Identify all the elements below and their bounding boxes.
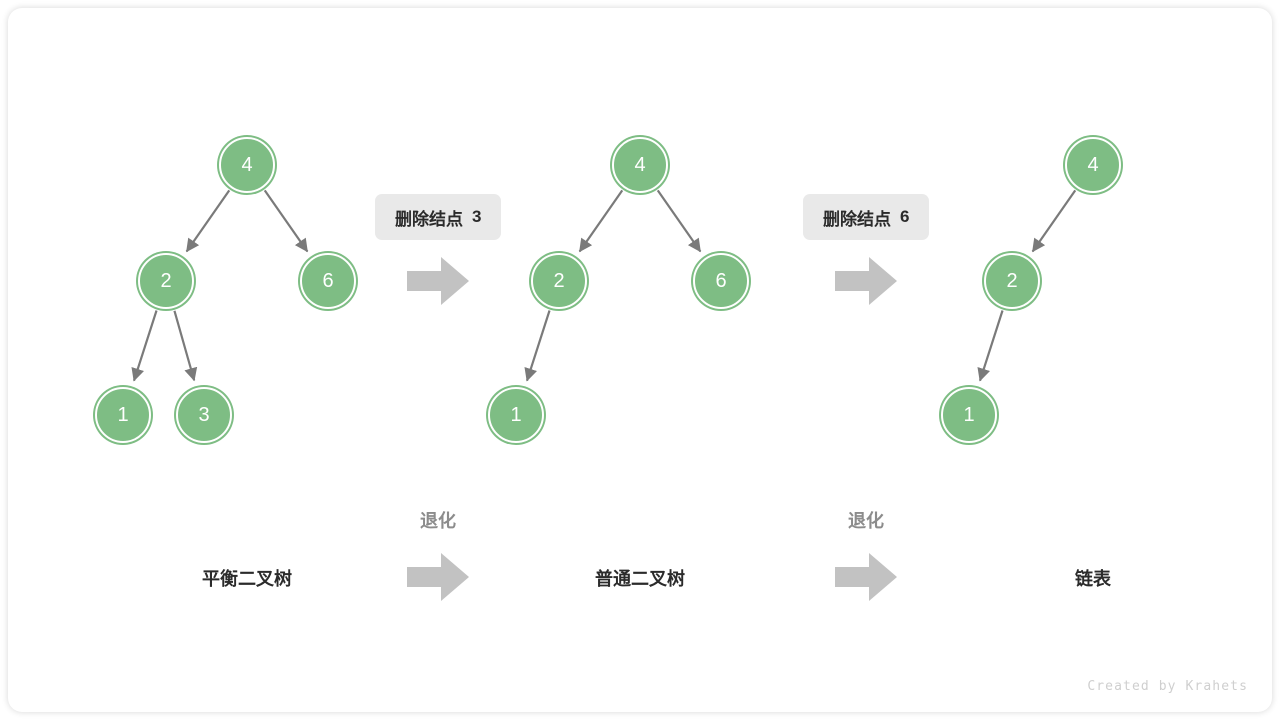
tree-node-6: 6	[693, 253, 749, 309]
tree-node-2: 2	[138, 253, 194, 309]
watermark: Created by Krahets	[1087, 679, 1248, 694]
tree-edge	[263, 189, 309, 253]
transition-arrow-icon	[835, 551, 897, 603]
transition-arrow-icon	[835, 255, 897, 307]
tree-node-value: 4	[634, 154, 646, 176]
tree-node-value: 4	[241, 154, 253, 176]
tree-node-value: 6	[322, 270, 334, 292]
tree-edge-group	[131, 189, 1077, 382]
diagram-stage: 4 2 6 1 3 4 2 6 1 4 2 1 删除结点 3 删除结点 6 退化 退化平衡二叉树 普通二叉树 链表…	[8, 8, 1272, 712]
operation-label-value: 3	[472, 207, 482, 226]
tree-node-value: 2	[1006, 270, 1018, 292]
tree-node-value: 2	[553, 270, 565, 292]
degrade-label: 退化	[848, 511, 884, 531]
tree-edge	[185, 189, 231, 253]
tree-node-value: 1	[963, 404, 975, 426]
tree-node-1: 1	[488, 387, 544, 443]
structure-caption: 平衡二叉树	[202, 569, 292, 589]
tree-node-2: 2	[984, 253, 1040, 309]
tree-edge	[578, 189, 624, 253]
tree-node-4: 4	[1065, 137, 1121, 193]
operation-label-text: 删除结点	[395, 209, 463, 229]
tree-edge	[1031, 189, 1077, 253]
tree-edge	[131, 310, 158, 382]
tree-node-1: 1	[941, 387, 997, 443]
transition-arrow-icon	[407, 551, 469, 603]
tree-edge	[524, 310, 551, 382]
tree-node-4: 4	[612, 137, 668, 193]
degrade-label: 退化	[420, 511, 456, 531]
tree-node-value: 1	[510, 404, 522, 426]
tree-node-value: 6	[715, 270, 727, 292]
tree-node-value: 2	[160, 270, 172, 292]
tree-edge	[656, 189, 702, 253]
tree-node-4: 4	[219, 137, 275, 193]
transition-arrow-icon	[407, 255, 469, 307]
operation-label-3: 删除结点 3	[375, 194, 502, 240]
tree-edge	[977, 310, 1004, 382]
tree-node-2: 2	[531, 253, 587, 309]
operation-label-text: 删除结点	[823, 209, 891, 229]
structure-caption: 链表	[1075, 569, 1111, 589]
operation-label-value: 6	[900, 207, 910, 226]
tree-node-value: 4	[1087, 154, 1099, 176]
tree-node-3: 3	[176, 387, 232, 443]
tree-edges-layer	[131, 189, 1077, 382]
tree-node-value: 1	[117, 404, 129, 426]
tree-node-6: 6	[300, 253, 356, 309]
tree-node-value: 3	[198, 404, 210, 426]
operation-label-6: 删除结点 6	[803, 194, 930, 240]
structure-caption: 普通二叉树	[595, 569, 685, 589]
tree-edge	[173, 310, 198, 382]
diagram-card: 4 2 6 1 3 4 2 6 1 4 2 1 删除结点 3 删除结点 6 退化 退化平衡二叉树 普通二叉树 链表…	[8, 8, 1272, 712]
tree-node-1: 1	[95, 387, 151, 443]
